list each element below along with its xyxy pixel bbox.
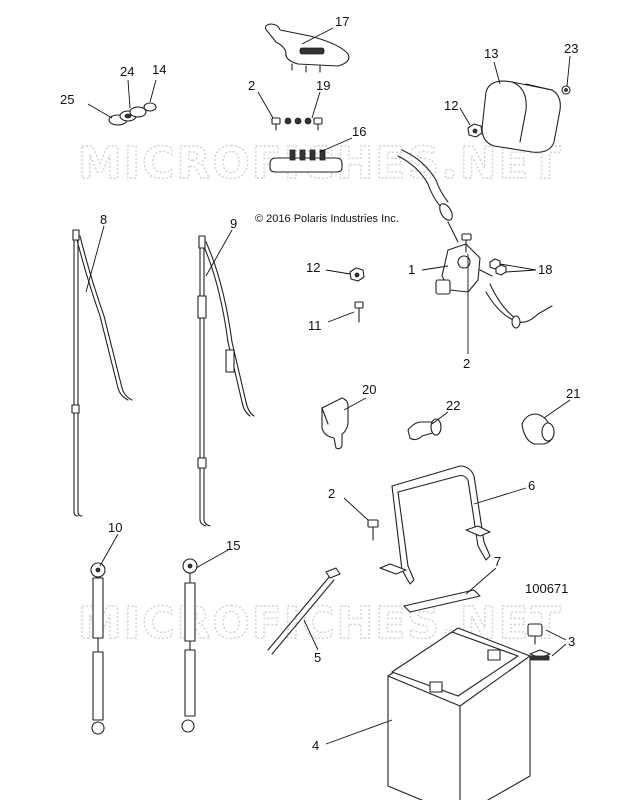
part-10-cable[interactable] bbox=[90, 562, 106, 735]
part-14-nut[interactable] bbox=[143, 102, 157, 112]
callout-15[interactable]: 15 bbox=[226, 538, 240, 553]
callout-2-top[interactable]: 2 bbox=[248, 78, 255, 93]
part-24-washer-stack[interactable] bbox=[108, 106, 147, 126]
callout-6[interactable]: 6 bbox=[528, 478, 535, 493]
callout-2-bottom[interactable]: 2 bbox=[328, 486, 335, 501]
callout-25[interactable]: 25 bbox=[60, 92, 74, 107]
callout-16[interactable]: 16 bbox=[352, 124, 366, 139]
callout-19[interactable]: 19 bbox=[316, 78, 330, 93]
part-23-screw[interactable] bbox=[561, 85, 571, 95]
callout-4[interactable]: 4 bbox=[312, 738, 319, 753]
part-5-rod[interactable] bbox=[267, 567, 341, 655]
part-20-terminal-cover[interactable] bbox=[321, 397, 349, 450]
callout-23[interactable]: 23 bbox=[564, 41, 578, 56]
callout-14[interactable]: 14 bbox=[152, 62, 166, 77]
callout-24[interactable]: 24 bbox=[120, 64, 134, 79]
callout-17[interactable]: 17 bbox=[335, 14, 349, 29]
part-2-screw-mid[interactable] bbox=[461, 233, 472, 253]
part-16-terminal-block[interactable] bbox=[269, 149, 343, 173]
part-8-cable[interactable] bbox=[71, 229, 133, 517]
callout-12-mid[interactable]: 12 bbox=[306, 260, 320, 275]
part-2-screw-bottom[interactable] bbox=[367, 519, 379, 541]
callout-7[interactable]: 7 bbox=[494, 554, 501, 569]
callout-13[interactable]: 13 bbox=[484, 46, 498, 61]
callout-1[interactable]: 1 bbox=[408, 262, 415, 277]
callout-9[interactable]: 9 bbox=[230, 216, 237, 231]
diagram-id: 100671 bbox=[525, 581, 568, 596]
callout-12-top[interactable]: 12 bbox=[444, 98, 458, 113]
callout-8[interactable]: 8 bbox=[100, 212, 107, 227]
part-4-battery[interactable] bbox=[387, 627, 531, 800]
part-18-nuts[interactable] bbox=[489, 258, 507, 276]
callout-21[interactable]: 21 bbox=[566, 386, 580, 401]
callout-5[interactable]: 5 bbox=[314, 650, 321, 665]
copyright-text: © 2016 Polaris Industries Inc. bbox=[255, 213, 399, 225]
callout-22[interactable]: 22 bbox=[446, 398, 460, 413]
callout-10[interactable]: 10 bbox=[108, 520, 122, 535]
part-7-pad[interactable] bbox=[403, 589, 481, 613]
callout-11[interactable]: 11 bbox=[308, 318, 322, 333]
part-19-nuts[interactable] bbox=[284, 117, 312, 125]
part-12-nut-mid[interactable] bbox=[349, 267, 365, 282]
part-21-terminal-boot[interactable] bbox=[521, 413, 555, 445]
part-1-solenoid[interactable] bbox=[397, 149, 553, 329]
callout-2-mid[interactable]: 2 bbox=[463, 356, 470, 371]
part-22-terminal-boot[interactable] bbox=[407, 418, 442, 441]
part-2-screw-top[interactable] bbox=[271, 117, 323, 131]
part-15-cable[interactable] bbox=[181, 558, 198, 733]
part-17-terminal-boot[interactable] bbox=[264, 23, 350, 73]
part-12-nut-top[interactable] bbox=[467, 123, 483, 138]
part-11-bolt[interactable] bbox=[354, 301, 364, 323]
part-6-bracket[interactable] bbox=[379, 465, 491, 585]
callout-18[interactable]: 18 bbox=[538, 262, 552, 277]
part-3-hardware[interactable] bbox=[527, 623, 551, 661]
part-9-cable[interactable] bbox=[197, 235, 255, 527]
part-13-relay-box[interactable] bbox=[481, 80, 561, 153]
callout-3[interactable]: 3 bbox=[568, 634, 575, 649]
callout-20[interactable]: 20 bbox=[362, 382, 376, 397]
